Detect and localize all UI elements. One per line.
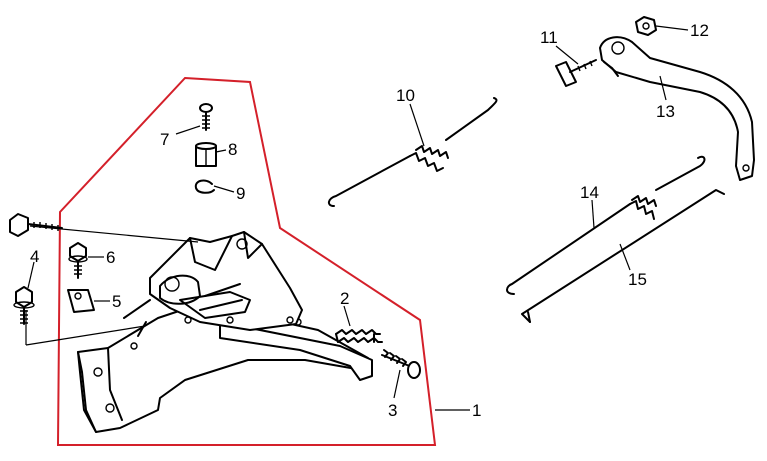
callout-2: 2 [340, 289, 349, 308]
callout-labels: 1 2 3 4 5 6 7 8 9 10 11 12 13 14 15 [30, 21, 709, 420]
callout-15: 15 [628, 270, 647, 289]
callout-10: 10 [396, 86, 415, 105]
throttle-lever-arm [599, 36, 755, 181]
compression-spring [335, 329, 383, 343]
callout-leader-lines [27, 25, 689, 411]
callout-6: 6 [106, 248, 115, 267]
screw-part-7 [199, 103, 213, 131]
callout-5: 5 [112, 292, 121, 311]
assembly-boundary-outline [56, 76, 437, 446]
flange-bolt-lower [13, 286, 35, 325]
hex-spacer [195, 142, 217, 167]
callout-8: 8 [228, 140, 237, 159]
main-bracket-plate [77, 231, 373, 433]
spring-rod-part-10 [328, 97, 498, 207]
callout-7: 7 [160, 130, 169, 149]
screw-part-3 [381, 349, 421, 379]
callout-11: 11 [540, 28, 558, 47]
callout-3: 3 [388, 401, 397, 420]
small-flange-bolt [68, 242, 88, 279]
e-clip [194, 179, 215, 194]
callout-14: 14 [580, 183, 599, 202]
callout-9: 9 [236, 184, 245, 203]
callout-12: 12 [690, 21, 709, 40]
callout-13: 13 [656, 102, 675, 121]
callout-4: 4 [30, 247, 39, 266]
link-rod-part-15 [521, 189, 725, 323]
clip-nut [67, 289, 95, 313]
spring-rod-part-14 [506, 155, 706, 295]
hex-nut [635, 16, 657, 36]
flange-bolt-upper [9, 213, 63, 237]
callout-1: 1 [472, 401, 481, 420]
square-head-bolt [555, 59, 597, 87]
